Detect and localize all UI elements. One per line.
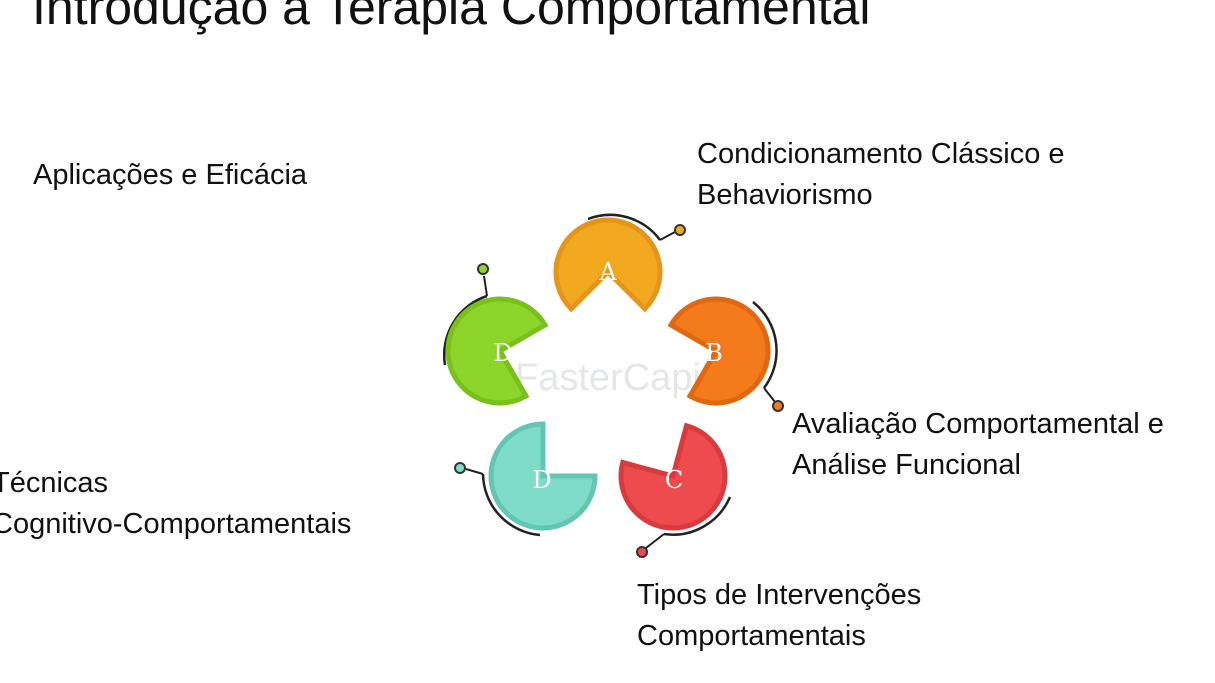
connector-dot: [477, 263, 489, 275]
label-line: Condicionamento Clássico e: [697, 138, 1065, 170]
node-d-green: D: [442, 263, 549, 406]
node-letter: B: [705, 339, 723, 367]
label-avaliacao: Avaliação Comportamental e Análise Funci…: [792, 404, 1164, 486]
label-line: Tipos de Intervenções: [637, 579, 922, 611]
connector-dot: [772, 400, 784, 412]
connector-line: [645, 533, 665, 549]
label-condicionamento: Condicionamento Clássico e Behaviorismo: [697, 134, 1065, 216]
node-b: B: [667, 296, 784, 412]
label-line: Análise Funcional: [792, 449, 1021, 481]
connector-arc: [587, 213, 662, 241]
connector-line: [483, 275, 488, 297]
node-d-teal: D: [454, 421, 598, 537]
label-tecnicas: Técnicas Cognitivo-Comportamentais: [0, 463, 351, 545]
connector-line: [763, 387, 776, 403]
page-title: Introdução à Terapia Comportamental: [32, 0, 871, 35]
label-line: Comportamentais: [637, 620, 866, 652]
node-segment: [553, 217, 663, 313]
node-segment: [488, 421, 598, 531]
connector-line: [659, 231, 676, 241]
node-segment: [445, 296, 549, 406]
node-c: C: [618, 422, 732, 558]
node-segment: [618, 422, 728, 531]
label-line: Avaliação Comportamental e: [792, 408, 1164, 440]
connector-arc: [481, 473, 541, 537]
connector-dot: [636, 546, 648, 558]
node-letter: D: [493, 339, 512, 367]
label-aplicacoes: Aplicações e Eficácia: [33, 155, 307, 196]
label-line: Behaviorismo: [697, 179, 873, 211]
node-letter: C: [665, 466, 683, 494]
connector-arc: [752, 301, 778, 389]
connector-dot: [454, 462, 466, 474]
node-segment: [667, 296, 771, 406]
connector-arc: [663, 496, 732, 536]
label-line: Cognitivo-Comportamentais: [0, 508, 352, 540]
label-line: Técnicas: [0, 467, 109, 499]
node-letter: D: [532, 466, 551, 494]
connector-dot: [674, 224, 686, 236]
node-a: A: [553, 213, 686, 313]
node-letter: A: [598, 258, 617, 286]
label-intervencoes: Tipos de Intervenções Comportamentais: [637, 575, 921, 657]
label-line: Aplicações e Eficácia: [33, 159, 308, 191]
connector-line: [465, 468, 484, 475]
